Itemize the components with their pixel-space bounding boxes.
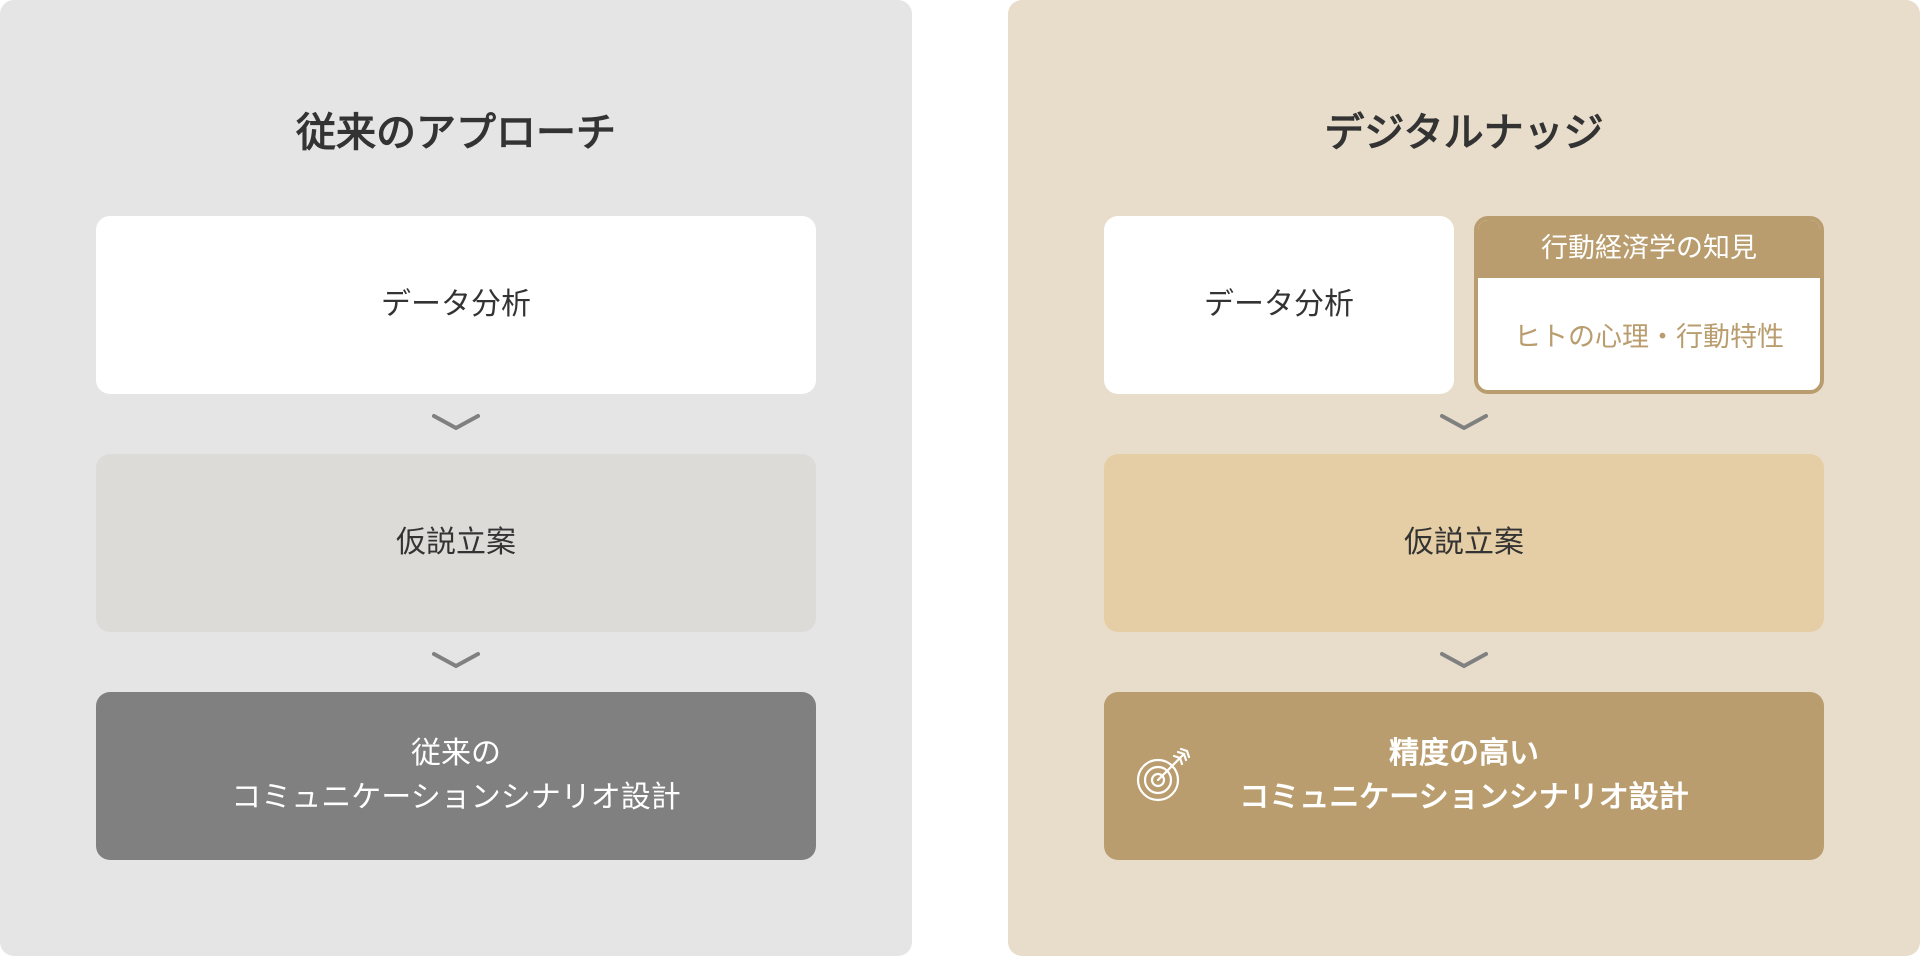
left-step-hypothesis: 仮説立案 [96, 454, 816, 632]
traditional-approach-title: 従来のアプローチ [296, 110, 616, 156]
digital-nudge-panel: デジタルナッジ データ分析 行動経済学の知見 ヒトの心理・行動特性 仮説立案 [1008, 0, 1920, 956]
left-step-scenario-line-1: 従来の [411, 736, 501, 771]
right-step-data-analysis-label: データ分析 [1204, 287, 1354, 322]
insight-body: ヒトの心理・行動特性 [1514, 321, 1784, 353]
chevron-down-icon [1440, 414, 1488, 430]
right-step-scenario-design: 精度の高い コミュニケーションシナリオ設計 [1104, 692, 1824, 860]
chevron-down-icon [432, 414, 480, 430]
right-step-scenario-line-1: 精度の高い [1389, 736, 1539, 771]
left-step-data-analysis: データ分析 [96, 216, 816, 394]
target-arrow-icon [1136, 747, 1191, 802]
right-step-hypothesis-label: 仮説立案 [1404, 525, 1524, 560]
left-step-data-analysis-label: データ分析 [381, 287, 531, 322]
behavioral-economics-insight-box: 行動経済学の知見 ヒトの心理・行動特性 [1474, 216, 1824, 394]
chevron-down-icon [1440, 652, 1488, 668]
right-step-data-analysis: データ分析 [1104, 216, 1454, 394]
left-step-scenario-design: 従来の コミュニケーションシナリオ設計 [96, 692, 816, 860]
left-step-hypothesis-label: 仮説立案 [396, 525, 516, 560]
chevron-down-icon [432, 652, 480, 668]
traditional-approach-panel: 従来のアプローチ データ分析 仮説立案 従来の コミュニケーションシナリオ設計 [0, 0, 912, 956]
right-step-scenario-line-2: コミュニケーションシナリオ設計 [1239, 780, 1689, 815]
digital-nudge-title: デジタルナッジ [1324, 110, 1604, 156]
left-step-scenario-line-2: コミュニケーションシナリオ設計 [231, 780, 681, 815]
insight-header: 行動経済学の知見 [1478, 220, 1820, 278]
right-step-hypothesis: 仮説立案 [1104, 454, 1824, 632]
